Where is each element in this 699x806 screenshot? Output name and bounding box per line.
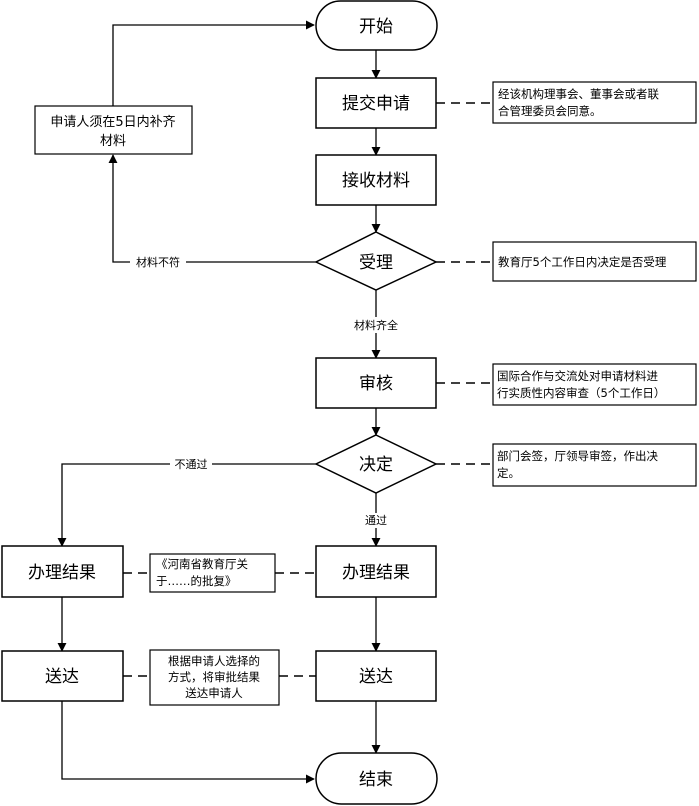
note-review-line2: 行实质性内容审查（5个工作日） (497, 386, 665, 400)
label-approved: 通过 (365, 514, 387, 527)
node-decide-label: 决定 (359, 455, 393, 475)
note-review: 国际合作与交流处对申请材料进 行实质性内容审查（5个工作日） (492, 363, 697, 406)
edge-accept-supplement (108, 154, 316, 263)
note-decide-line2: 定。 (497, 466, 520, 480)
node-result-right: 办理结果 (315, 545, 437, 598)
label-rejected: 不通过 (175, 458, 208, 471)
label-complete: 材料齐全 (354, 318, 398, 332)
node-deliver-right: 送达 (315, 650, 437, 702)
note-result-line2: 于……的批复》 (156, 574, 237, 588)
edge-deliver-end-left (61, 701, 315, 784)
node-submit: 提交申请 (315, 77, 437, 129)
node-start-label: 开始 (359, 17, 393, 37)
connectors (57, 20, 381, 784)
node-start: 开始 (315, 0, 438, 51)
note-submit-line2: 合管理委员会同意。 (498, 104, 602, 118)
note-result-line1: 《河南省教育厅关 (156, 557, 248, 571)
node-decide: 决定 (314, 434, 438, 494)
note-deliver-line1: 根据申请人选择的 (168, 654, 260, 668)
node-deliver-left: 送达 (1, 650, 124, 702)
node-supplement-line1: 申请人须在5日内补齐 (50, 114, 175, 130)
node-accept: 受理 (314, 231, 438, 291)
note-deliver: 根据申请人选择的 方式，将审批结果 送达申请人 (149, 649, 280, 706)
note-review-line1: 国际合作与交流处对申请材料进 (497, 369, 658, 383)
edge-supplement-start (112, 20, 315, 106)
node-result-left-label: 办理结果 (28, 563, 96, 583)
node-end: 结束 (315, 752, 438, 805)
label-incomplete: 材料不符 (136, 255, 180, 269)
note-accept-text: 教育厅5个工作日内决定是否受理 (498, 255, 667, 269)
note-result: 《河南省教育厅关 于……的批复》 (149, 553, 276, 593)
edge-decide-result-left (57, 463, 316, 547)
node-result-left: 办理结果 (1, 545, 124, 598)
note-submit: 经该机构理事会、董事会或者联 合管理委员会同意。 (492, 81, 697, 124)
node-accept-label: 受理 (359, 253, 393, 273)
annotation-links (123, 102, 493, 677)
note-deliver-line3: 送达申请人 (185, 686, 243, 700)
note-decide-line1: 部门会签，厅领导审签，作出决 (497, 449, 658, 463)
node-result-right-label: 办理结果 (342, 563, 410, 583)
note-decide: 部门会签，厅领导审签，作出决 定。 (492, 443, 697, 487)
node-supplement-line2: 材料 (100, 134, 126, 149)
edge-labels: 材料不符 材料齐全 不通过 通过 (130, 254, 410, 528)
note-deliver-line2: 方式，将审批结果 (168, 670, 260, 684)
node-submit-label: 提交申请 (342, 94, 410, 114)
node-deliver-left-label: 送达 (45, 667, 79, 687)
node-receive-label: 接收材料 (342, 171, 410, 191)
node-review-label: 审核 (359, 374, 393, 394)
node-supplement: 申请人须在5日内补齐 材料 (34, 105, 193, 155)
node-review: 审核 (315, 357, 437, 409)
note-submit-line1: 经该机构理事会、董事会或者联 (498, 87, 659, 101)
node-end-label: 结束 (359, 770, 393, 790)
note-accept: 教育厅5个工作日内决定是否受理 (492, 241, 697, 282)
node-receive: 接收材料 (315, 154, 437, 206)
node-deliver-right-label: 送达 (359, 667, 393, 687)
